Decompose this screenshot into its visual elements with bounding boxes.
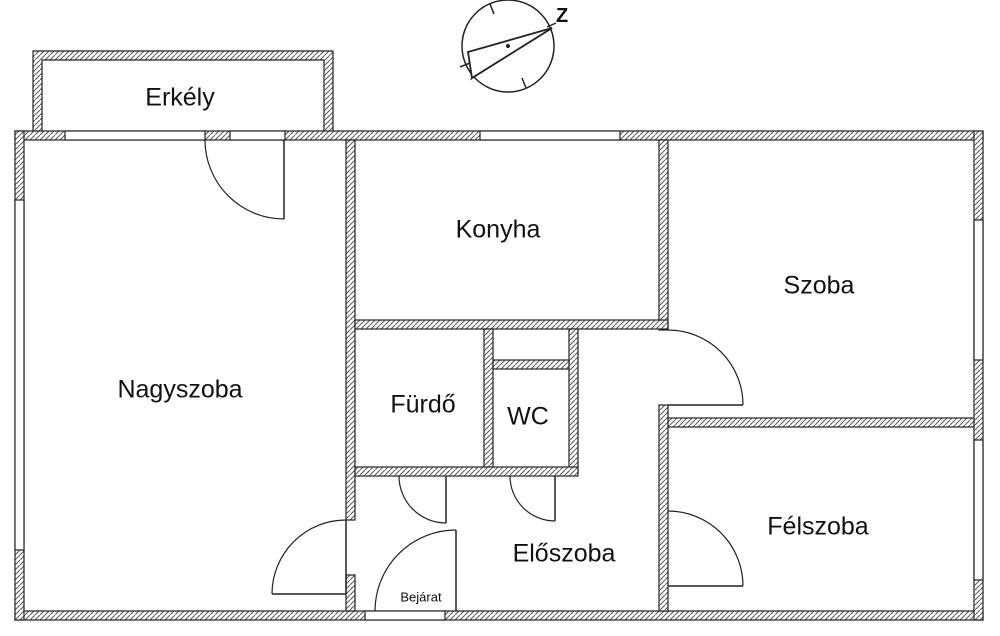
door-balcony [204,139,285,220]
door-nagyszoba [271,519,347,595]
compass-icon: Z [459,0,568,93]
door-furdo [398,475,447,524]
room-label-felszoba: Félszoba [767,513,869,541]
door-entrance [374,529,457,612]
doors [204,139,744,612]
room-label-furdo: Fürdő [390,391,455,419]
windows [14,130,984,621]
room-label-wc: WC [507,403,549,431]
door-szoba [667,329,744,406]
room-label-nagyszoba: Nagyszoba [117,376,242,404]
room-label-szoba: Szoba [784,272,855,300]
door-felszoba [667,510,744,587]
door-wc [509,475,556,522]
room-label-eloszoba: Előszoba [513,540,616,568]
entrance-label: Bejárat [400,589,442,604]
room-label-erkely: Erkély [145,84,215,112]
inner-walls [345,139,975,612]
room-label-konyha: Konyha [456,216,541,244]
compass-north-label: Z [556,5,568,27]
